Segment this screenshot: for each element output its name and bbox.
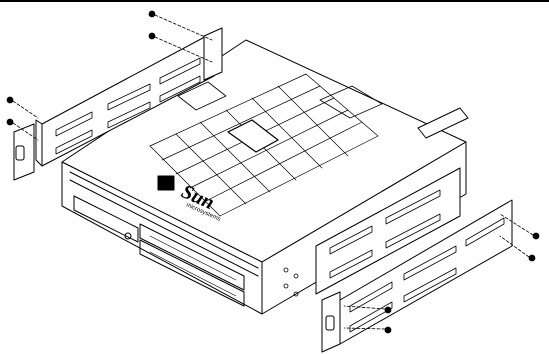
screw-icon — [6, 118, 39, 141]
right-mounting-rail — [315, 107, 513, 353]
screw-icon — [6, 96, 39, 119]
screw-icon — [499, 213, 540, 240]
left-mounting-rail — [13, 27, 223, 181]
drive-bay-lower — [139, 239, 245, 307]
right-rail-body — [315, 167, 461, 295]
top-border — [0, 0, 549, 2]
right-rail-front-ear — [321, 291, 341, 353]
top-handle — [227, 119, 279, 153]
media-bay — [73, 195, 139, 243]
power-button-icon — [124, 232, 132, 240]
screw-icon — [343, 305, 392, 314]
rear-panel-slot — [319, 85, 383, 119]
screw-icon — [343, 326, 392, 334]
drive-bay-upper — [139, 223, 245, 291]
screw-icon — [499, 235, 536, 262]
screw-icon — [148, 32, 213, 63]
screw-icon — [148, 10, 213, 41]
left-rail-rear-ear — [203, 27, 223, 81]
screws — [6, 10, 540, 334]
sun-logo-icon — [157, 175, 175, 191]
right-rail-rear-bracket — [417, 107, 469, 139]
